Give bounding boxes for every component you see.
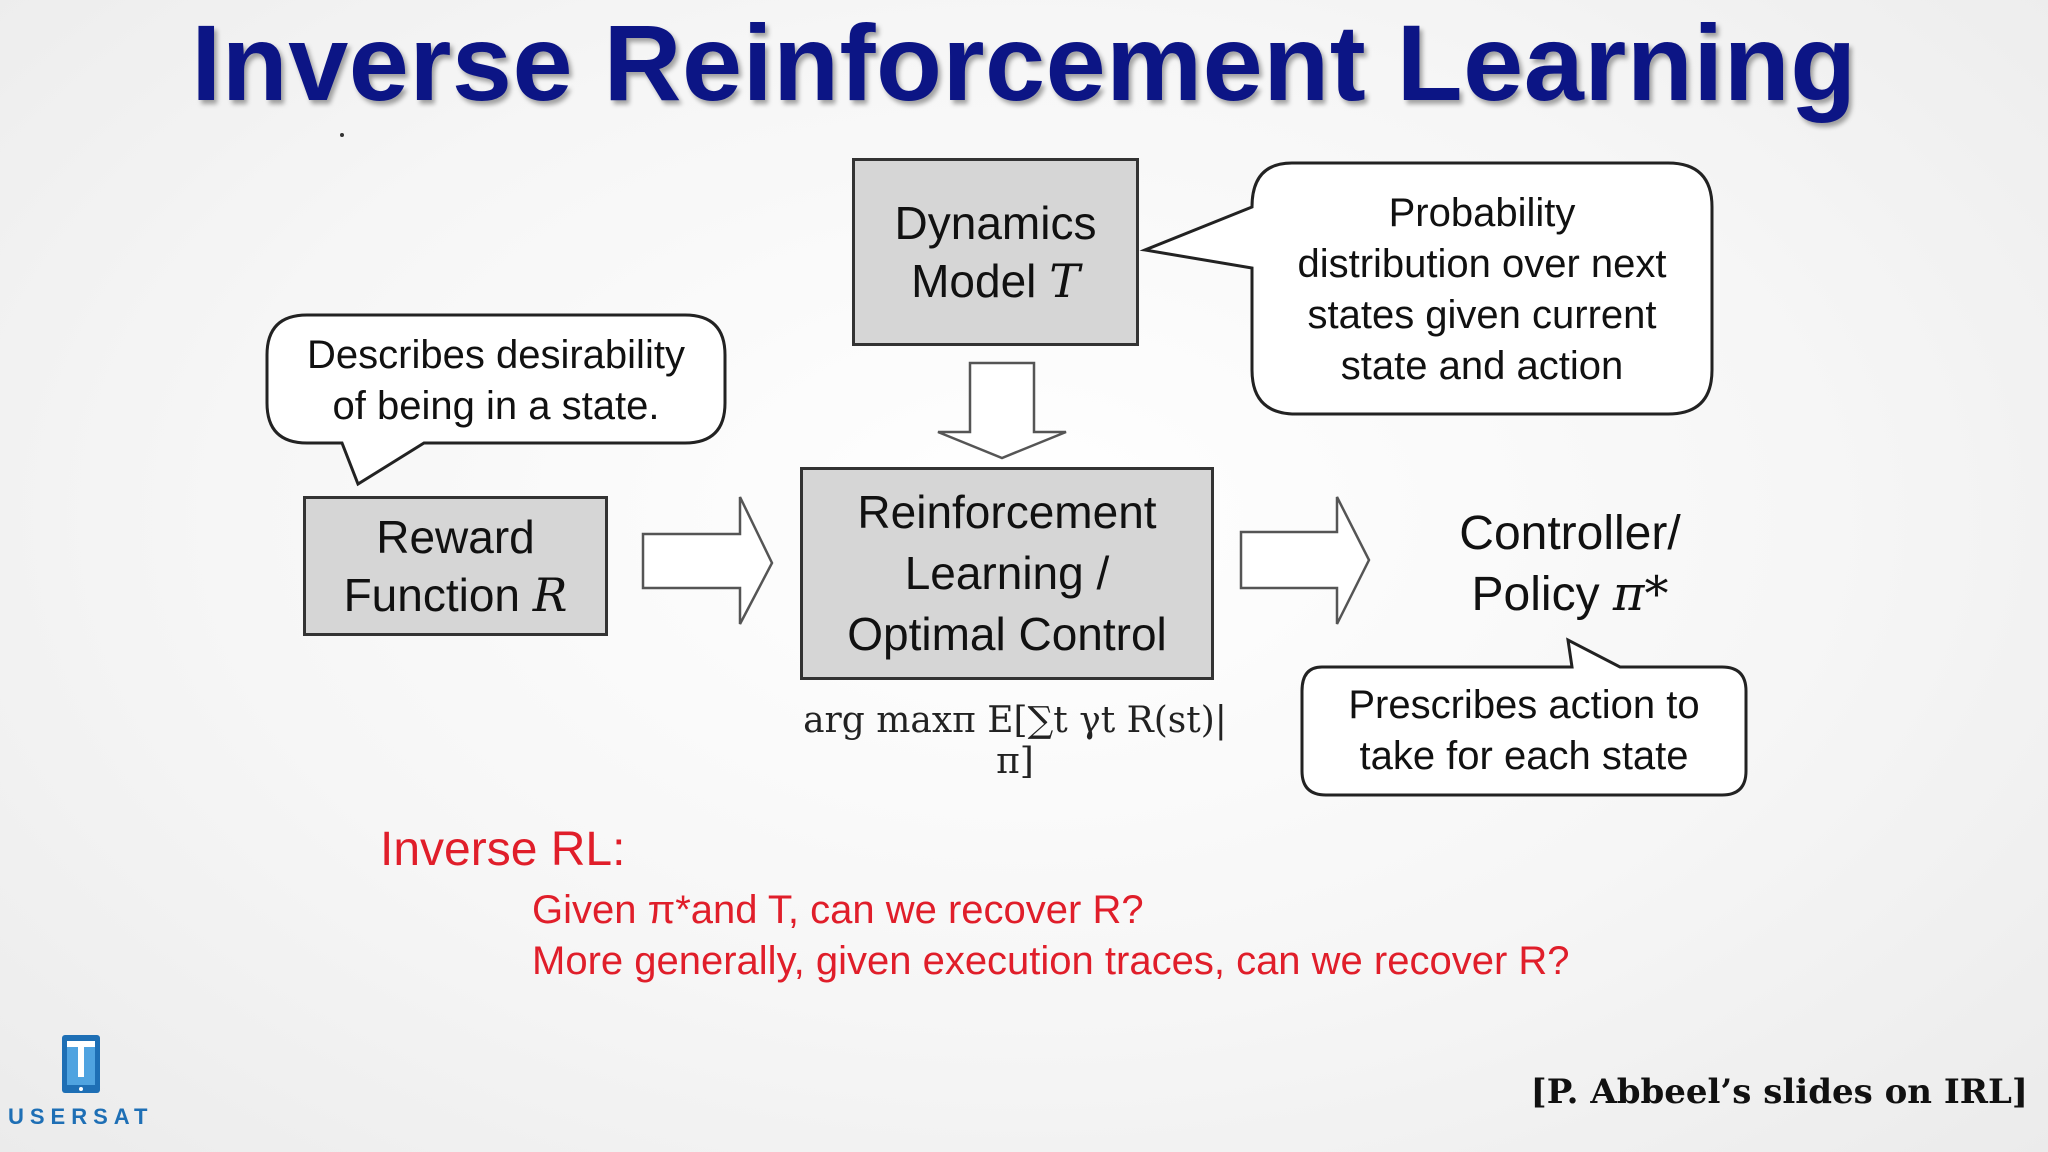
dynamics-bubble-line: distribution over next xyxy=(1297,242,1667,286)
dynamics-box-line1: Dynamics xyxy=(894,197,1097,249)
policy-line2: Policy π* xyxy=(1410,564,1730,625)
arrow-dynamics-to-rl xyxy=(937,361,1067,460)
arrow-rl-to-policy xyxy=(1239,496,1371,625)
dynamics-box-line2: Model T xyxy=(911,252,1080,310)
rl-box-line: Reinforcement xyxy=(857,486,1157,538)
citation: [P. Abbeel’s slides on IRL] xyxy=(1530,1072,2028,1112)
objective-formula: arg maxπ E[∑t γt R(st)|π] xyxy=(803,700,1227,782)
arrow-reward-to-rl xyxy=(641,496,774,625)
reward-symbol: R xyxy=(532,568,568,622)
reward-box-line2-text: Function xyxy=(343,569,533,621)
rl-box-line: Learning / xyxy=(904,547,1110,599)
slide-title: Inverse Reinforcement Learning xyxy=(191,2,1857,123)
policy-symbol: π* xyxy=(1612,566,1669,622)
policy-line2-text: Policy xyxy=(1471,568,1613,621)
policy-bubble-line: take for each state xyxy=(1359,734,1689,778)
dynamics-symbol: T xyxy=(1049,254,1080,308)
policy-bubble-line: Prescribes action to xyxy=(1348,683,1700,727)
inverse-rl-question-1: Given π*and T, can we recover R? xyxy=(532,888,1144,932)
inverse-rl-question-2: More generally, given execution traces, … xyxy=(532,939,1570,983)
dynamics-box-line2-text: Model xyxy=(911,255,1050,307)
rl-optimal-control-box: Reinforcement Learning / Optimal Control xyxy=(800,467,1214,680)
usersat-logo-icon xyxy=(62,1035,100,1093)
policy-line1: Controller/ xyxy=(1459,507,1681,560)
reward-function-box: Reward Function R xyxy=(303,496,608,636)
inverse-rl-heading: Inverse RL: xyxy=(380,823,626,876)
dynamics-bubble-text: Probability distribution over next state… xyxy=(1262,188,1702,392)
reward-bubble-text: Describes desirability of being in a sta… xyxy=(272,330,720,432)
dynamics-bubble-shape xyxy=(1139,161,1714,416)
reward-box-line1: Reward xyxy=(376,511,535,563)
reward-bubble-shape xyxy=(265,313,727,487)
reward-box-line2: Function R xyxy=(344,566,568,624)
dynamics-bubble-line: state and action xyxy=(1340,344,1624,388)
controller-policy-label: Controller/ Policy π* xyxy=(1410,504,1730,625)
reward-bubble-line: of being in a state. xyxy=(332,384,660,428)
policy-bubble-text: Prescribes action to take for each state xyxy=(1305,680,1743,782)
rl-box-line: Optimal Control xyxy=(847,608,1167,660)
dynamics-bubble-line: states given current xyxy=(1307,293,1657,337)
dynamics-model-box: Dynamics Model T xyxy=(852,158,1139,346)
usersat-logo-text: USERSAT xyxy=(8,1104,154,1129)
policy-bubble-shape xyxy=(1300,637,1748,797)
dynamics-bubble-line: Probability xyxy=(1388,191,1576,235)
reward-bubble-line: Describes desirability xyxy=(307,333,685,377)
stray-dot xyxy=(340,133,344,137)
